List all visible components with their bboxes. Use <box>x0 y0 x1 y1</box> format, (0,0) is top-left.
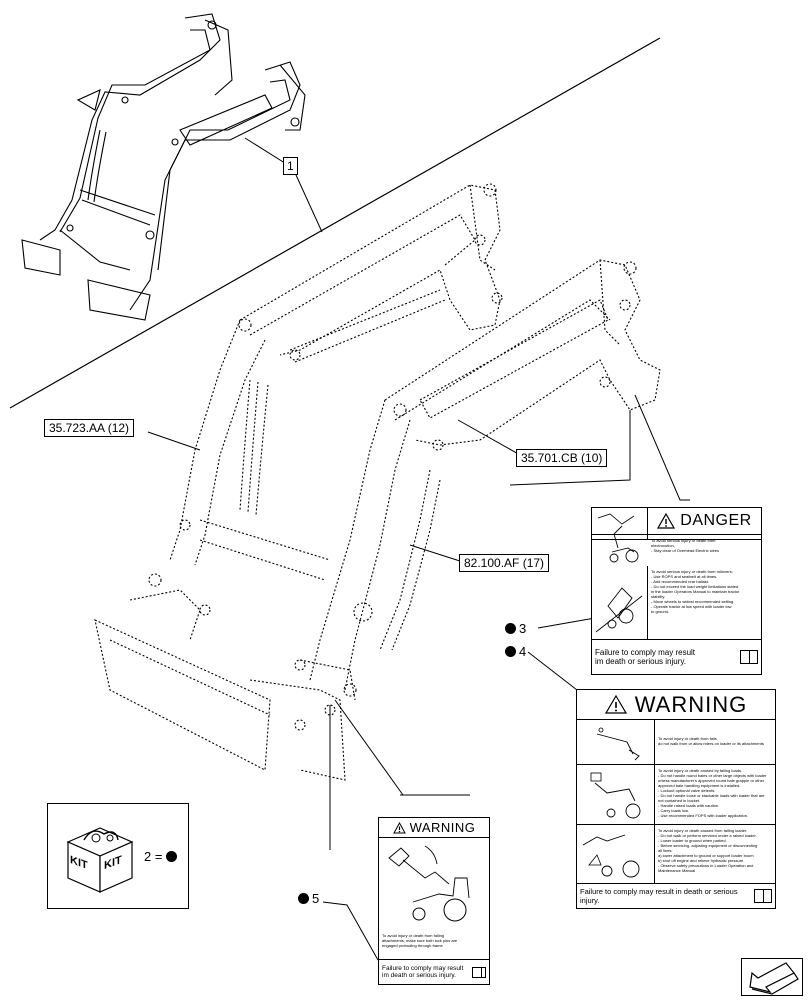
reference-link-35-723-aa[interactable]: 35.723.AA (12) <box>44 419 135 437</box>
leader-frame-decal-a <box>334 699 404 796</box>
warning-decal-text-1: To avoid injury or death from falls do n… <box>658 736 764 746</box>
leader-ref-r2 <box>457 419 523 457</box>
warning-decal-text-2: To avoid injury or death caused by falli… <box>658 768 767 818</box>
kit-legend: KIT KIT 2 = <box>47 803 189 909</box>
kit-dot-icon <box>505 646 516 657</box>
reference-link-35-701-cb[interactable]: 35.701.CB (10) <box>516 449 608 467</box>
danger-decal-text-2: To avoid serious injury or death from ro… <box>651 569 740 614</box>
leader-ref-r2-bracket <box>509 410 631 486</box>
warning-decal-small-title: WARNING <box>409 820 476 835</box>
warning-decal-row-1: To avoid injury or death from falls do n… <box>577 720 775 765</box>
warning-decal-small-text: To avoid injury or death from falling at… <box>379 930 489 960</box>
callout-5-label: 5 <box>312 891 320 906</box>
separator-line <box>9 37 661 409</box>
warning-decal-row-2: To avoid injury or death caused by falli… <box>577 765 775 825</box>
leader-callout-3 <box>537 617 596 629</box>
kit-dot-icon <box>505 623 516 634</box>
callout-4: 4 <box>505 644 526 659</box>
callout-3-label: 3 <box>519 621 527 636</box>
callout-3: 3 <box>505 621 526 636</box>
leader-item-1 <box>244 137 289 166</box>
alert-triangle-icon <box>392 821 406 833</box>
powerline-pictogram <box>592 508 648 563</box>
leader-decal-panel <box>634 394 690 501</box>
kit-dot-icon <box>166 851 178 862</box>
alert-triangle-icon <box>604 695 627 714</box>
warning-decal-footer-text: Failure to comply may result in death or… <box>580 887 738 905</box>
warning-decal-small: WARNING To avoid injury or death from fa… <box>378 817 490 985</box>
arrow-down-left-icon <box>749 962 799 995</box>
leader-callout-5 <box>322 901 379 961</box>
warning-decal-small-footer: Failure to comply may result im death or… <box>379 960 489 984</box>
danger-decal-row-1: To avoid serious injury or death from el… <box>592 508 761 563</box>
danger-decal-row-2: To avoid serious injury or death from ro… <box>592 566 761 640</box>
leader-ref-r1 <box>147 431 201 451</box>
kit-equation: 2 = <box>144 849 180 864</box>
lock-pin-pictogram <box>388 845 470 922</box>
leader-ref-r3 <box>409 544 464 563</box>
danger-decal-footer-text: Failure to comply may result im death or… <box>595 648 696 666</box>
callout-5: 5 <box>298 891 319 906</box>
manual-book-icon <box>740 650 758 664</box>
leader-callout-4 <box>527 651 578 691</box>
callout-4-label: 4 <box>519 644 527 659</box>
leader-item-1b <box>295 174 323 233</box>
warning-decal-title: WARNING <box>634 691 748 717</box>
kit-box-icon <box>66 827 134 893</box>
warning-decal-small-pict-row <box>379 838 489 930</box>
kit-equation-text: 2 = <box>144 849 163 864</box>
falling-load-pictogram <box>577 765 655 824</box>
warning-decal-large: WARNING To avoid injury or death from fa… <box>576 689 776 909</box>
warning-decal-text-3: To avoid injury or death caused from fal… <box>658 828 758 873</box>
loader-pivot-points <box>148 183 637 731</box>
manual-book-icon <box>754 889 772 903</box>
danger-decal-title: DANGER <box>680 512 752 529</box>
danger-decal: DANGER To avoid serious injury or death … <box>591 507 762 675</box>
reference-link-82-100-af[interactable]: 82.100.AF (17) <box>459 554 550 572</box>
no-riders-pictogram <box>577 720 655 764</box>
loader-main-drawing <box>94 184 661 781</box>
manual-book-icon <box>472 966 486 978</box>
danger-decal-text-1: To avoid serious injury or death from el… <box>651 538 720 553</box>
danger-decal-footer: Failure to comply may result im death or… <box>592 640 761 674</box>
falling-loader-pictogram <box>577 825 655 883</box>
kit-dot-icon <box>298 893 309 904</box>
warning-decal-row-3: To avoid injury or death caused from fal… <box>577 825 775 884</box>
warning-decal-header: WARNING <box>577 690 775 720</box>
warning-decal-footer: Failure to comply may result in death or… <box>577 884 775 908</box>
rollover-pictogram <box>592 566 648 639</box>
loader-thumbnail <box>21 13 306 321</box>
item-1-callout: 1 <box>283 157 298 175</box>
navigation-arrow-button[interactable] <box>741 958 803 996</box>
warning-decal-small-header: WARNING <box>379 818 489 838</box>
alert-triangle-icon <box>657 513 676 529</box>
warning-decal-small-footer-text: Failure to comply may result im death or… <box>382 964 464 980</box>
